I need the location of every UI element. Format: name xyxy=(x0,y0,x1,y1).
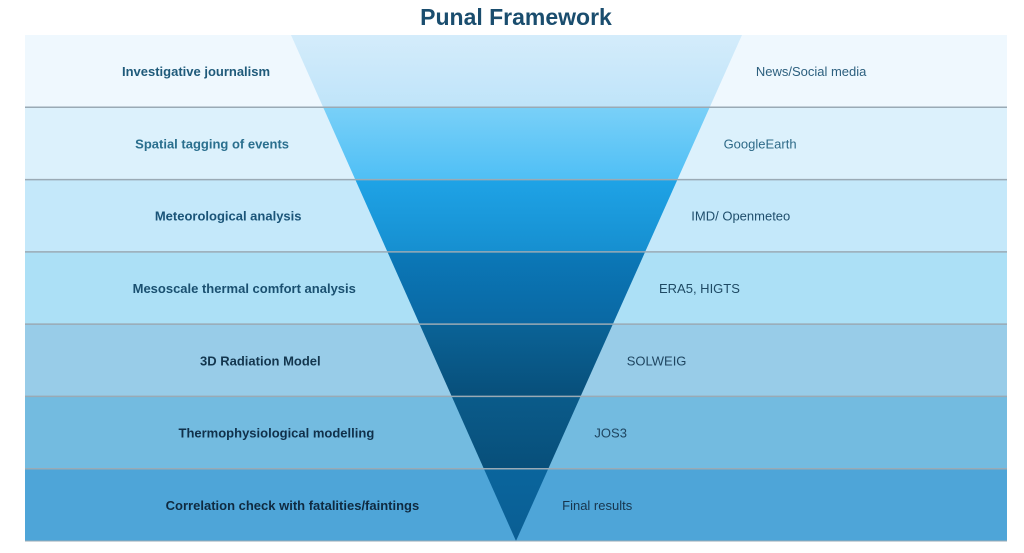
stage-step-label: Spatial tagging of events xyxy=(135,136,289,151)
stage-source-label: News/Social media xyxy=(756,64,867,79)
stage-step-label: 3D Radiation Model xyxy=(200,353,321,368)
stage-source-label: ERA5, HIGTS xyxy=(659,281,740,296)
stage-step-label: Investigative journalism xyxy=(122,64,270,79)
stage-step-label: Correlation check with fatalities/fainti… xyxy=(166,498,420,513)
funnel-segment xyxy=(419,324,613,397)
funnel-segment xyxy=(323,107,710,180)
stage-dividers xyxy=(25,106,1007,542)
stage-source-label: SOLWEIG xyxy=(627,353,687,368)
funnel-segment xyxy=(387,251,646,325)
stage-source-label: IMD/ Openmeteo xyxy=(691,209,790,224)
funnel-segment xyxy=(483,468,549,541)
funnel-segment xyxy=(451,396,581,469)
stage-step-label: Meteorological analysis xyxy=(155,209,302,224)
funnel-segment xyxy=(355,179,678,252)
diagram-title: Punal Framework xyxy=(420,4,612,30)
stage-source-label: Final results xyxy=(562,498,633,513)
stage-source-label: JOS3 xyxy=(594,426,627,441)
stage-step-label: Mesoscale thermal comfort analysis xyxy=(133,281,356,296)
stage-labels: Investigative journalism News/Social medi… xyxy=(122,64,867,513)
funnel-segment xyxy=(291,35,742,108)
stage-step-label: Thermophysiological modelling xyxy=(179,426,375,441)
funnel-shape xyxy=(291,35,742,541)
stage-source-label: GoogleEarth xyxy=(724,136,797,151)
